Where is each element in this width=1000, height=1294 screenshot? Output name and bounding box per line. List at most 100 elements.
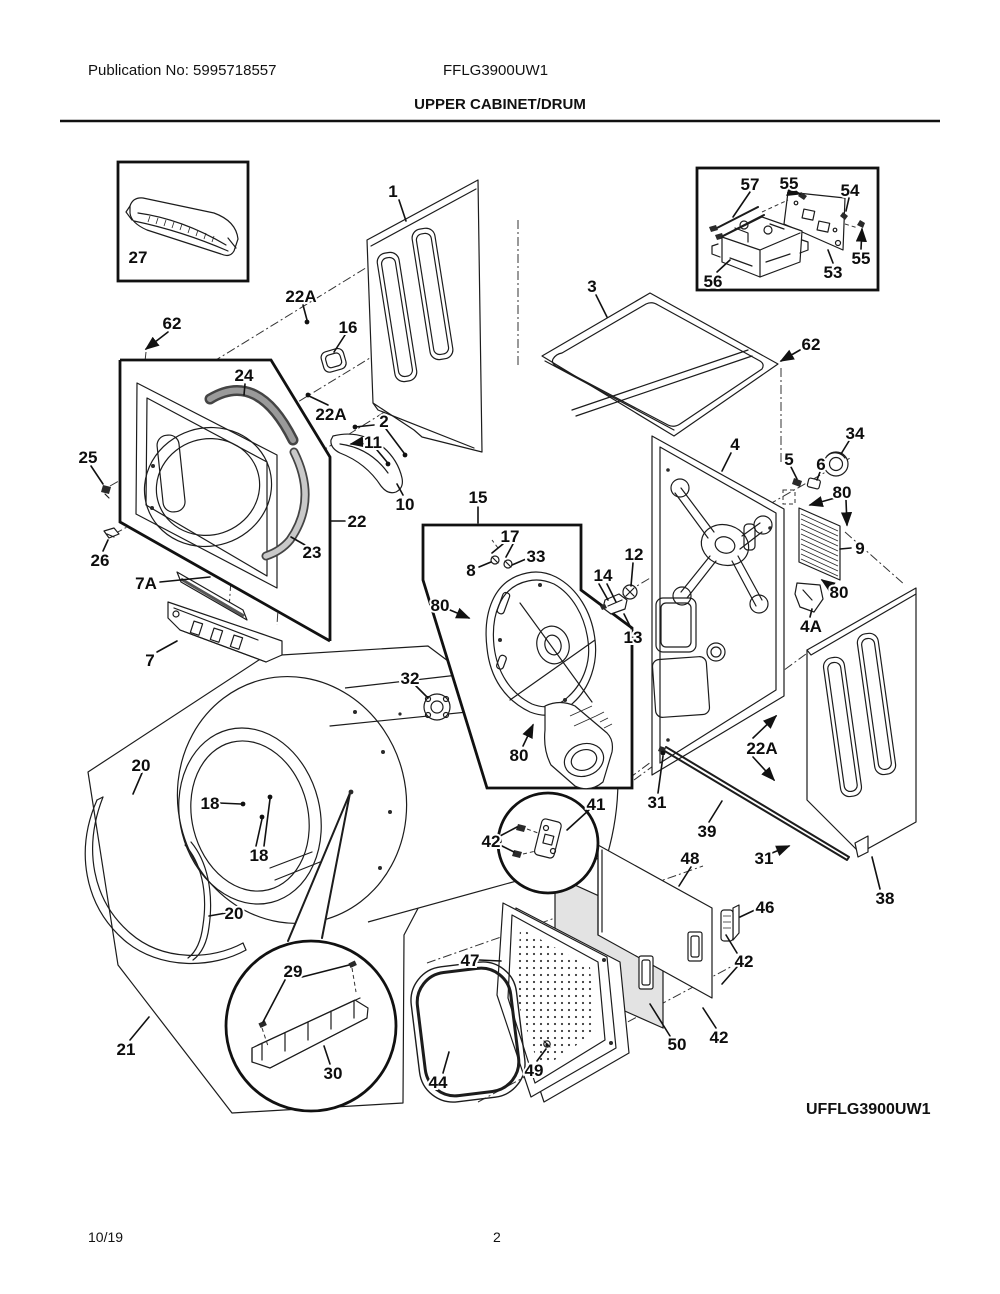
thermostat-cluster [600, 584, 638, 615]
part-label-53-6: 53 [824, 263, 843, 282]
part-label-31-51: 31 [755, 849, 774, 868]
part-label-11-16: 11 [364, 433, 382, 452]
part-label-25-17: 25 [79, 448, 98, 467]
rear-bulkhead-box [421, 523, 634, 790]
part-label-16-10: 16 [339, 318, 358, 337]
diagram-watermark: UFFLG3900UW1 [806, 1101, 931, 1118]
part-label-12-22: 12 [625, 545, 644, 564]
part-label-21-63: 21 [117, 1040, 136, 1059]
hinge-inset [496, 791, 600, 895]
part-label-3-11: 3 [587, 277, 596, 296]
part-label-1-1: 1 [388, 182, 397, 201]
bulkhead-screws-8-33 [490, 539, 513, 569]
part-label-80-34: 80 [830, 583, 849, 602]
part-label-2-15: 2 [379, 412, 388, 431]
front-panel-box [118, 358, 332, 643]
fastener-25 [101, 485, 111, 499]
part-label-80-41: 80 [510, 746, 529, 765]
gas-valve-56 [711, 216, 809, 278]
bracket-plate-53 [783, 191, 846, 251]
vent-duct-10 [330, 433, 403, 494]
part-label-42-57: 42 [735, 952, 754, 971]
blower-duct [544, 701, 614, 790]
clip-26 [103, 527, 120, 539]
part-label-80-37: 80 [431, 596, 450, 615]
baffle-screws-29 [258, 960, 357, 1047]
part-label-4-28: 4 [730, 435, 740, 454]
hinge-plate-41 [533, 818, 562, 859]
part-label-20-54: 20 [225, 904, 244, 923]
part-label-9-33: 9 [855, 539, 864, 558]
model-number: FFLG3900UW1 [443, 62, 549, 79]
footer-date-code: 10/19 [88, 1229, 124, 1245]
bracket-46 [720, 904, 740, 942]
perforated-panel-47 [496, 902, 630, 1103]
part-label-7-39: 7 [145, 651, 154, 670]
part-label-8-26: 8 [466, 561, 475, 580]
rear-panel [651, 435, 785, 776]
part-label-33-24: 33 [527, 547, 546, 566]
part-label-4A-35: 4A [800, 617, 822, 636]
baffle-30 [251, 997, 369, 1069]
baffle-inset [224, 789, 398, 1113]
front-bulkhead-22 [135, 382, 278, 589]
door-gasket-44 [410, 961, 526, 1103]
part-label-24-13: 24 [235, 366, 254, 385]
page-title: UPPER CABINET/DRUM [414, 96, 586, 113]
door-strike-and-trim [167, 571, 283, 663]
part-label-15-19: 15 [469, 488, 488, 507]
part-label-23-23: 23 [303, 543, 322, 562]
part-label-22A-8: 22A [285, 287, 316, 306]
part-label-26-25: 26 [91, 551, 110, 570]
screw-55b [857, 220, 865, 228]
part-label-42-48: 42 [482, 832, 501, 851]
part-label-46-53: 46 [756, 898, 775, 917]
part-label-32-40: 32 [401, 669, 420, 688]
bracket-4A [794, 582, 824, 613]
filter-hatch [147, 215, 215, 243]
felt-seal-23 [261, 447, 310, 561]
top-panel [541, 292, 779, 437]
part-label-47-55: 47 [461, 951, 480, 970]
part-label-55-5: 55 [852, 249, 871, 268]
grommet-16 [320, 347, 347, 373]
lint-filter-inset [116, 160, 250, 283]
part-label-55-3: 55 [780, 174, 799, 193]
felt-seal-24 [204, 385, 299, 446]
part-label-22A-42: 22A [746, 739, 777, 758]
part-label-5-30: 5 [784, 450, 793, 469]
part-label-6-31: 6 [816, 455, 825, 474]
part-label-50-59: 50 [668, 1035, 687, 1054]
part-label-62-9: 62 [163, 314, 182, 333]
publication-number: Publication No: 5995718557 [88, 62, 277, 79]
part-label-42-60: 42 [710, 1028, 729, 1047]
part-label-56-7: 56 [704, 272, 723, 291]
part-label-13-38: 13 [624, 628, 643, 647]
screw-54 [840, 212, 848, 220]
part-label-14-27: 14 [594, 566, 613, 585]
part-label-18-44: 18 [201, 794, 220, 813]
part-label-27-0: 27 [129, 248, 148, 267]
grommet-34 [823, 451, 849, 477]
part-label-54-4: 54 [841, 181, 860, 200]
part-label-10-18: 10 [396, 495, 415, 514]
part-label-30-58: 30 [324, 1064, 343, 1083]
part-label-41-45: 41 [587, 795, 606, 814]
part-label-34-29: 34 [846, 424, 865, 443]
footer-page-number: 2 [493, 1229, 501, 1245]
drum-shaft-bearing [423, 693, 451, 721]
part-label-39-47: 39 [698, 822, 717, 841]
part-label-62-12: 62 [802, 335, 821, 354]
part-label-20-43: 20 [132, 756, 151, 775]
drum-felt-seals [84, 796, 247, 964]
clip-5-6 [782, 477, 821, 505]
part-label-38-52: 38 [876, 889, 895, 908]
part-label-44-61: 44 [429, 1073, 448, 1092]
front-top-panel [366, 179, 483, 453]
part-label-22A-14: 22A [315, 405, 346, 424]
leader-lines [90, 185, 881, 1074]
reference-dots [240, 319, 666, 1047]
